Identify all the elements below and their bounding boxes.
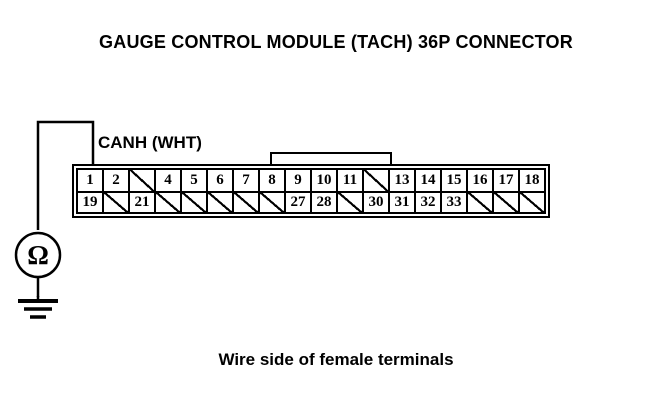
pin-cell-empty: [466, 191, 494, 214]
pin-cell-15: 15: [440, 168, 468, 193]
pin-cell-28: 28: [310, 191, 338, 214]
connector-pinout: 1 2 4 5 6 7 8 9 10 11 13 14 15 16 17 18 19 21 27 28 30 31 32 3…: [72, 152, 550, 218]
pin-row-bottom: 19 21 27 28 30 31 32 33: [76, 191, 546, 214]
pin-number: 5: [190, 172, 198, 188]
pin-number: 10: [316, 172, 332, 188]
pin-number: 11: [342, 172, 358, 188]
pin-number: 30: [368, 194, 384, 210]
pin-number: 4: [164, 172, 172, 188]
pin-cell-11: 11: [336, 168, 364, 193]
pin-number: 32: [420, 194, 436, 210]
connector-body: 1 2 4 5 6 7 8 9 10 11 13 14 15 16 17 18 19 21 27 28 30 31 32 3…: [72, 164, 550, 218]
ohmmeter-test-setup: Ω: [14, 120, 95, 297]
pin-cell-empty: [336, 191, 364, 214]
pin-number: 1: [86, 172, 94, 188]
pin-row-top: 1 2 4 5 6 7 8 9 10 11 13 14 15 16 17 18: [76, 168, 546, 193]
pin-number: 28: [316, 194, 332, 210]
pin-number: 14: [420, 172, 436, 188]
pin-number: 7: [242, 172, 250, 188]
pin-number: 9: [294, 172, 302, 188]
pin-cell-27: 27: [284, 191, 312, 214]
pin-number: 33: [446, 194, 462, 210]
pin-cell-empty: [154, 191, 182, 214]
test-lead-wire: [36, 120, 95, 230]
omega-icon: Ω: [27, 240, 49, 270]
pin-cell-7: 7: [232, 168, 260, 193]
pin-cell-17: 17: [492, 168, 520, 193]
pin-cell-18: 18: [518, 168, 546, 193]
pin-number: 27: [290, 194, 306, 210]
pin-number: 13: [394, 172, 410, 188]
ground-icon: [18, 296, 58, 319]
pin-cell-empty: [206, 191, 234, 214]
pin-cell-14: 14: [414, 168, 442, 193]
pin-number: 18: [524, 172, 540, 188]
pin-cell-8: 8: [258, 168, 286, 193]
pin-cell-16: 16: [466, 168, 494, 193]
pin-cell-33: 33: [440, 191, 468, 214]
pin-cell-empty: [180, 191, 208, 214]
pin-number: 8: [268, 172, 276, 188]
pin-cell-30: 30: [362, 191, 390, 214]
connector-keying-tab: [270, 152, 392, 164]
pin-cell-empty: [128, 168, 156, 193]
pin-cell-9: 9: [284, 168, 312, 193]
pin-cell-2: 2: [102, 168, 130, 193]
pin-cell-empty: [102, 191, 130, 214]
pin-cell-1: 1: [76, 168, 104, 193]
pin-number: 16: [472, 172, 488, 188]
pin-cell-32: 32: [414, 191, 442, 214]
wire-label-canh: CANH (WHT): [98, 133, 202, 152]
pin-number: 15: [446, 172, 462, 188]
pin-number: 21: [134, 194, 150, 210]
pin-cell-empty: [232, 191, 260, 214]
pin-cell-5: 5: [180, 168, 208, 193]
pin-cell-10: 10: [310, 168, 338, 193]
pin-cell-empty: [258, 191, 286, 214]
pin-cell-21: 21: [128, 191, 156, 214]
pin-cell-4: 4: [154, 168, 182, 193]
page-title: GAUGE CONTROL MODULE (TACH) 36P CONNECTO…: [99, 32, 573, 52]
pin-number: 17: [498, 172, 514, 188]
pin-number: 2: [112, 172, 120, 188]
pin-number: 31: [394, 194, 410, 210]
pin-number: 6: [216, 172, 224, 188]
pin-cell-empty: [362, 168, 390, 193]
pin-number: 19: [82, 194, 98, 210]
pin-cell-empty: [518, 191, 546, 214]
pin-cell-13: 13: [388, 168, 416, 193]
pin-cell-6: 6: [206, 168, 234, 193]
pin-cell-empty: [492, 191, 520, 214]
pin-cell-31: 31: [388, 191, 416, 214]
figure-caption: Wire side of female terminals: [218, 350, 454, 369]
pin-cell-19: 19: [76, 191, 104, 214]
